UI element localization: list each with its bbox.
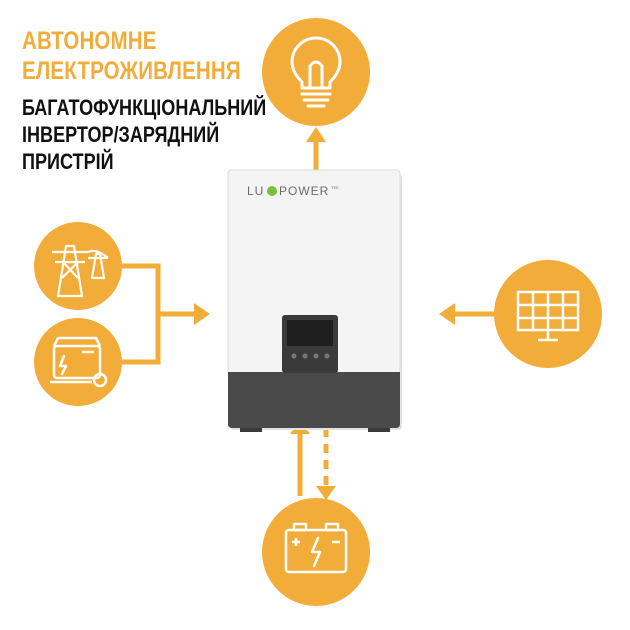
headline-line-2: ЕЛЕКТРОЖИВЛЕННЯ (22, 57, 241, 85)
arrow-head-load (306, 127, 326, 142)
connectors (118, 140, 500, 496)
inverter-brand-right: POWER (279, 184, 329, 198)
light-bulb-icon (290, 36, 342, 108)
inverter-brand-left: LU (247, 184, 264, 198)
solar-panel-icon (516, 290, 580, 342)
inverter-display-screen (287, 320, 333, 346)
headline-line-1: АВТОНОМНЕ (22, 27, 157, 55)
subhead-line-3: ПРИСТРІЙ (22, 149, 114, 174)
circle-grid (34, 222, 122, 310)
arrow-from-sources (118, 263, 196, 365)
arrow-heads (194, 127, 455, 500)
inverter-foot-left (240, 428, 262, 432)
headline: АВТОНОМНЕ ЕЛЕКТРОЖИВЛЕННЯ (22, 26, 241, 86)
subheadline: БАГАТОФУНКЦІОНАЛЬНИЙ ІНВЕРТОР/ЗАРЯДНИЙ П… (22, 94, 266, 175)
inverter-button-4[interactable] (324, 353, 330, 359)
inverter-brand-suffix: TEK (331, 185, 339, 190)
inverter-foot-right (368, 428, 390, 432)
circle-generator (34, 318, 122, 406)
arrow-head-charge (316, 486, 336, 500)
subhead-line-2: ІНВЕРТОР/ЗАРЯДНИЙ (22, 122, 220, 147)
inverter-button-3[interactable] (313, 353, 319, 359)
power-tower-icon (52, 244, 109, 298)
brand-x-icon (267, 186, 277, 196)
inverter-button-2[interactable] (302, 353, 308, 359)
inverter-button-1[interactable] (291, 353, 297, 359)
circle-battery (262, 498, 370, 606)
circle-solar (494, 260, 602, 368)
circle-load (262, 18, 370, 126)
battery-icon (284, 522, 348, 574)
arrow-head-solar (439, 303, 455, 325)
generator-icon (50, 336, 108, 388)
inverter-base (228, 372, 400, 428)
inverter-buttons (291, 353, 330, 359)
arrow-head-sources (194, 303, 210, 325)
subhead-line-1: БАГАТОФУНКЦІОНАЛЬНИЙ (22, 95, 267, 120)
inverter-device: LU POWER TEK (227, 169, 402, 432)
